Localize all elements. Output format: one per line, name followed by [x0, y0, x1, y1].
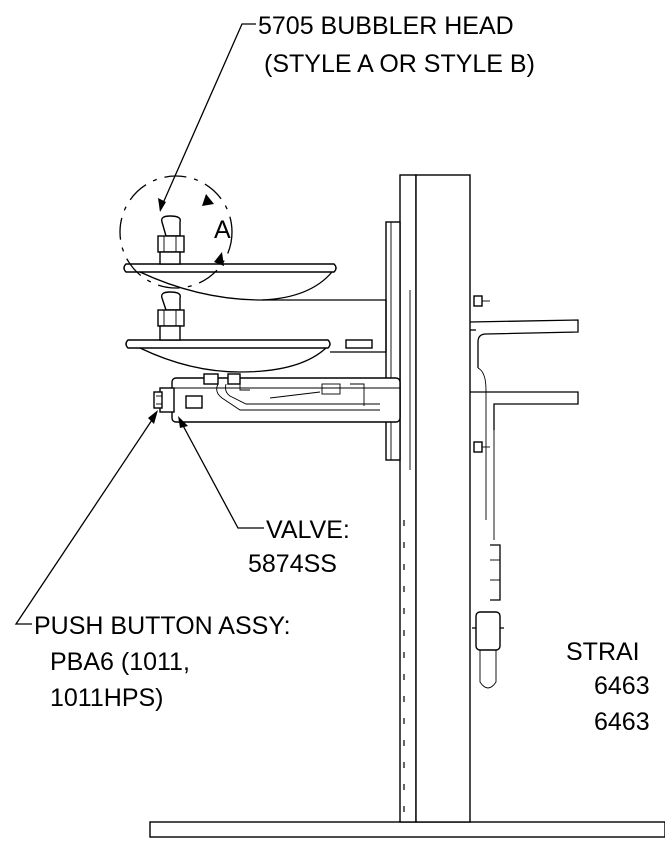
- push-button-models: 1011HPS): [50, 684, 164, 712]
- lower-bowl: [125, 339, 373, 373]
- upper-bowl: [123, 263, 387, 353]
- push-button-part-number: PBA6 (1011,: [50, 648, 190, 676]
- base-plate: [149, 821, 665, 838]
- strainer-label: STRAI: [566, 638, 640, 666]
- leader-lines: [14, 23, 264, 625]
- bubbler-head-label: 5705 BUBBLER HEAD: [258, 12, 514, 40]
- strainer-part-number-2: 6463: [594, 708, 650, 736]
- rear-plumbing: [469, 295, 579, 540]
- mounting-plate: [385, 221, 401, 461]
- strainer-part-number-1: 6463: [594, 672, 650, 700]
- valve-part-number: 5874SS: [248, 550, 337, 578]
- detail-circle-a: [119, 175, 233, 289]
- detail-marker-label: A: [214, 216, 231, 244]
- push-button-icon: [153, 387, 175, 413]
- lower-bubbler-head-icon: [157, 291, 185, 341]
- valve-label: VALVE:: [266, 516, 350, 544]
- wall-column: [399, 174, 471, 823]
- upper-bubbler-head-icon: [157, 215, 185, 265]
- strainer-assembly: [472, 544, 504, 689]
- bubbler-head-style-label: (STYLE A OR STYLE B): [264, 50, 535, 78]
- push-button-label: PUSH BUTTON ASSY:: [34, 612, 291, 640]
- valve-housing: [171, 373, 401, 423]
